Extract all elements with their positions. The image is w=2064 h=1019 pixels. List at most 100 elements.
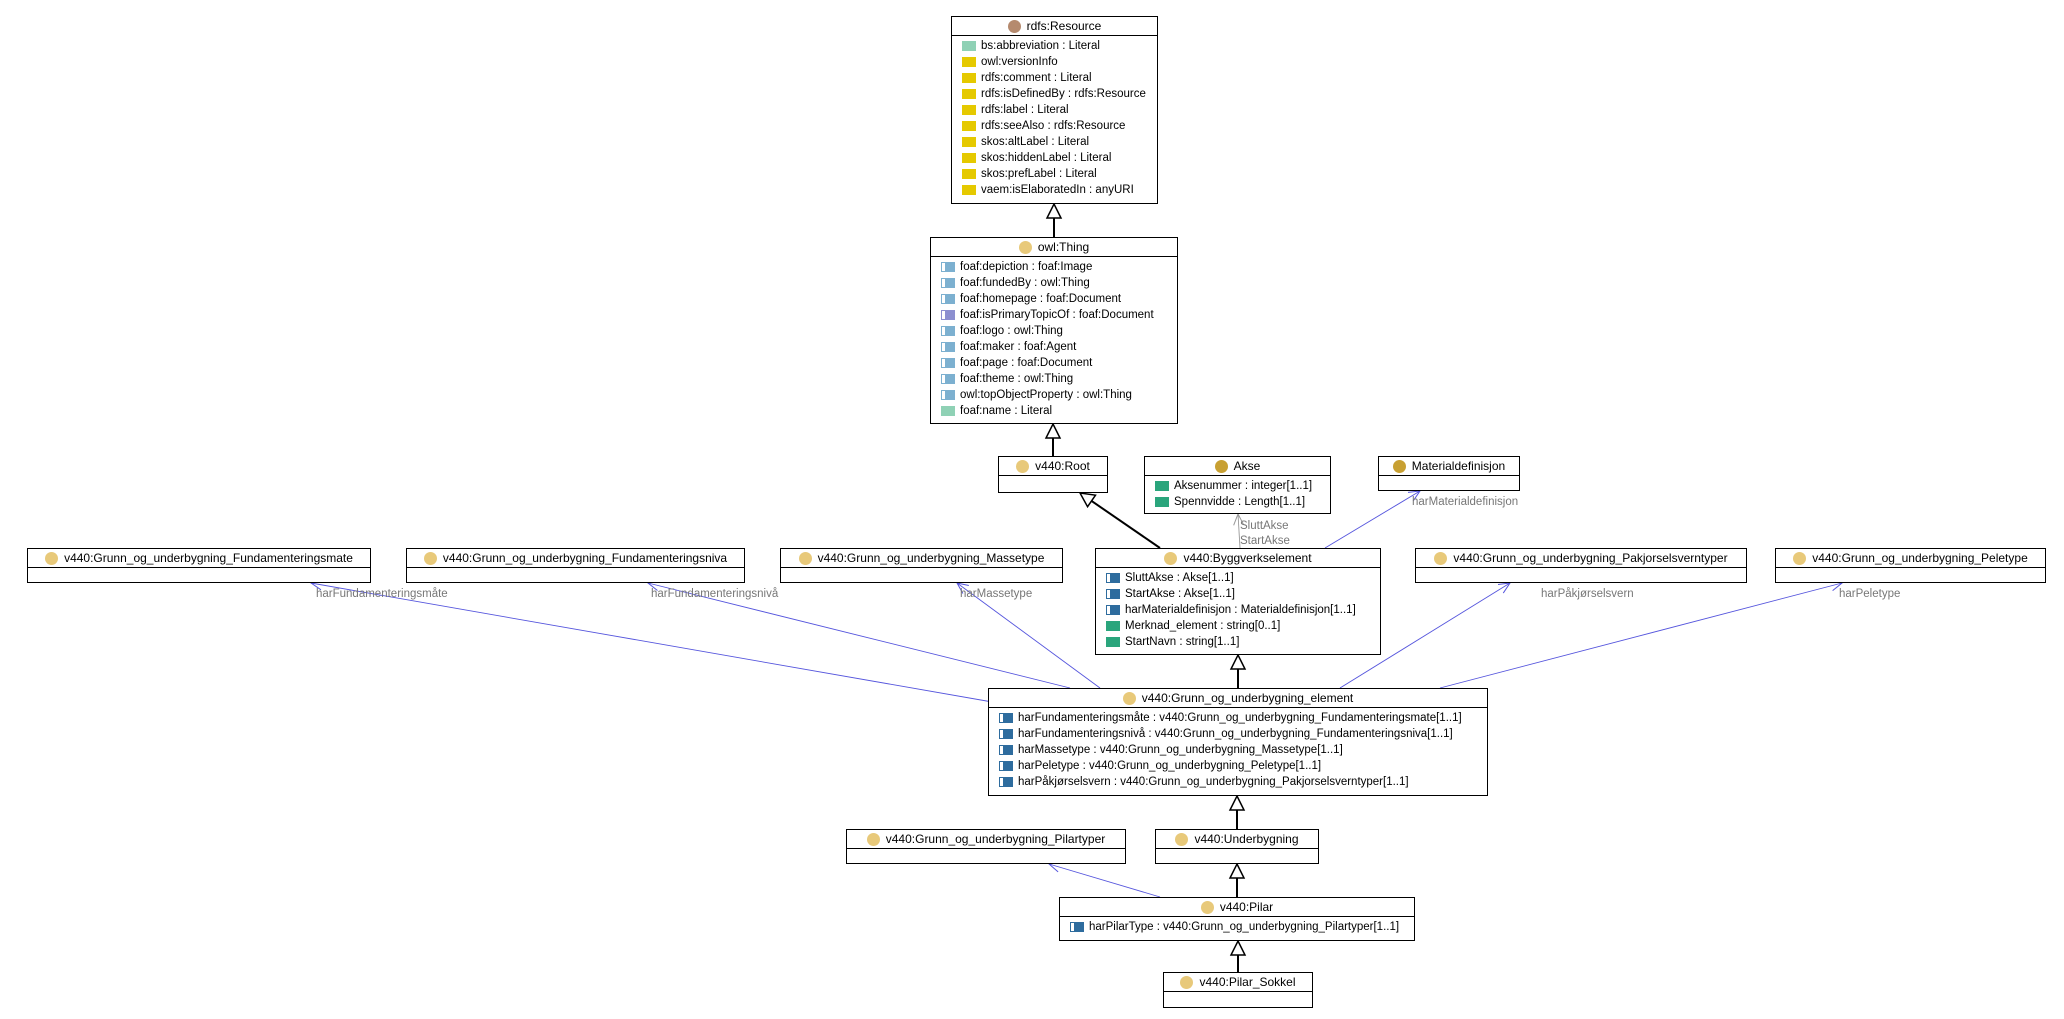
attribute-row[interactable]: owl:versionInfo <box>952 54 1157 70</box>
class-box-root[interactable]: v440:Root <box>998 456 1108 493</box>
attribute-row[interactable]: rdfs:isDefinedBy : rdfs:Resource <box>952 86 1157 102</box>
class-box-pilar[interactable]: v440:Pilar harPilarType : v440:Grunn_og_u… <box>1059 897 1415 941</box>
attribute-text: harMassetype : v440:Grunn_og_underbygnin… <box>1018 744 1343 756</box>
attribute-row[interactable]: harPilarType : v440:Grunn_og_underbygnin… <box>1060 919 1414 935</box>
attribute-row[interactable]: StartNavn : string[1..1] <box>1096 634 1380 650</box>
object-property-icon <box>1070 922 1084 932</box>
attribute-row[interactable]: harFundamenteringsmåte : v440:Grunn_og_u… <box>989 710 1487 726</box>
class-box-underbygning[interactable]: v440:Underbygning <box>1155 829 1319 864</box>
class-attributes: harPilarType : v440:Grunn_og_underbygnin… <box>1060 917 1414 939</box>
attribute-row[interactable]: Spennvidde : Length[1..1] <box>1145 494 1330 510</box>
attribute-row[interactable]: rdfs:comment : Literal <box>952 70 1157 86</box>
association-label: SluttAkse <box>1240 520 1289 532</box>
class-box-peletype[interactable]: v440:Grunn_og_underbygning_Peletype <box>1775 548 2046 583</box>
attribute-row[interactable]: foaf:logo : owl:Thing <box>931 323 1177 339</box>
attribute-row[interactable]: foaf:theme : owl:Thing <box>931 371 1177 387</box>
class-title: v440:Grunn_og_underbygning_Peletype <box>1812 551 2028 565</box>
class-attributes <box>999 476 1107 482</box>
class-box-element[interactable]: v440:Grunn_og_underbygning_element harFun… <box>988 688 1488 796</box>
attribute-row[interactable]: harMaterialdefinisjon : Materialdefinisj… <box>1096 602 1380 618</box>
object-property-icon <box>999 777 1013 787</box>
attribute-row[interactable]: harPeletype : v440:Grunn_og_underbygning… <box>989 758 1487 774</box>
class-circle-icon <box>1122 691 1136 705</box>
attribute-row[interactable]: harFundamenteringsnivå : v440:Grunn_og_u… <box>989 726 1487 742</box>
attribute-text: foaf:maker : foaf:Agent <box>960 341 1077 353</box>
object-property-icon <box>1106 589 1120 599</box>
attribute-text: harFundamenteringsnivå : v440:Grunn_og_u… <box>1018 728 1453 740</box>
attribute-row[interactable]: foaf:fundedBy : owl:Thing <box>931 275 1177 291</box>
attribute-row[interactable]: foaf:name : Literal <box>931 403 1177 419</box>
attribute-row[interactable]: skos:hiddenLabel : Literal <box>952 150 1157 166</box>
object-light-property-icon <box>941 262 955 272</box>
class-title: v440:Byggverkselement <box>1183 551 1312 565</box>
attribute-text: rdfs:seeAlso : rdfs:Resource <box>981 120 1126 132</box>
attribute-row[interactable]: Aksenummer : integer[1..1] <box>1145 478 1330 494</box>
attribute-text: foaf:page : foaf:Document <box>960 357 1093 369</box>
attribute-row[interactable]: bs:abbreviation : Literal <box>952 38 1157 54</box>
attribute-row[interactable]: rdfs:seeAlso : rdfs:Resource <box>952 118 1157 134</box>
attribute-row[interactable]: foaf:maker : foaf:Agent <box>931 339 1177 355</box>
class-attributes: SluttAkse : Akse[1..1]StartAkse : Akse[1… <box>1096 568 1380 654</box>
class-header: v440:Grunn_og_underbygning_Fundamenterin… <box>407 549 744 568</box>
object-property-icon <box>1106 605 1120 615</box>
class-box-pakjor[interactable]: v440:Grunn_og_underbygning_Pakjorselsver… <box>1415 548 1747 583</box>
annotation-property-icon <box>962 57 976 67</box>
class-box-pilartyper[interactable]: v440:Grunn_og_underbygning_Pilartyper <box>846 829 1126 864</box>
annotation-property-icon <box>962 153 976 163</box>
class-circle-icon <box>866 832 880 846</box>
class-circle-icon <box>1018 240 1032 254</box>
attribute-row[interactable]: harPåkjørselsvern : v440:Grunn_og_underb… <box>989 774 1487 790</box>
attribute-row[interactable]: SluttAkse : Akse[1..1] <box>1096 570 1380 586</box>
attribute-text: harPåkjørselsvern : v440:Grunn_og_underb… <box>1018 776 1409 788</box>
annotation-property-icon <box>962 89 976 99</box>
attribute-row[interactable]: foaf:page : foaf:Document <box>931 355 1177 371</box>
attribute-row[interactable]: foaf:isPrimaryTopicOf : foaf:Document <box>931 307 1177 323</box>
class-title: v440:Grunn_og_underbygning_element <box>1141 691 1354 705</box>
attribute-text: owl:topObjectProperty : owl:Thing <box>960 389 1132 401</box>
class-circle-icon <box>423 551 437 565</box>
attribute-row[interactable]: owl:topObjectProperty : owl:Thing <box>931 387 1177 403</box>
attribute-row[interactable]: vaem:isElaboratedIn : anyURI <box>952 182 1157 198</box>
class-circle-icon <box>45 551 59 565</box>
class-title: v440:Grunn_og_underbygning_Fundamenterin… <box>64 551 353 565</box>
class-box-matdef[interactable]: Materialdefinisjon <box>1378 456 1520 491</box>
annotation-property-icon <box>962 185 976 195</box>
attribute-row[interactable]: skos:prefLabel : Literal <box>952 166 1157 182</box>
class-box-sokkel[interactable]: v440:Pilar_Sokkel <box>1163 972 1313 1008</box>
attribute-row[interactable]: harMassetype : v440:Grunn_og_underbygnin… <box>989 742 1487 758</box>
attribute-text: skos:prefLabel : Literal <box>981 168 1097 180</box>
attribute-text: bs:abbreviation : Literal <box>981 40 1100 52</box>
class-box-massetype[interactable]: v440:Grunn_og_underbygning_Massetype <box>780 548 1063 583</box>
generalization-arrowhead <box>1229 653 1247 670</box>
class-attributes <box>1379 476 1519 482</box>
attribute-row[interactable]: foaf:homepage : foaf:Document <box>931 291 1177 307</box>
attribute-row[interactable]: StartAkse : Akse[1..1] <box>1096 586 1380 602</box>
object-light-property-icon <box>941 390 955 400</box>
class-title: v440:Root <box>1035 459 1090 473</box>
attribute-row[interactable]: foaf:depiction : foaf:Image <box>931 259 1177 275</box>
association-edge-a9 <box>1048 863 1161 898</box>
attribute-text: vaem:isElaboratedIn : anyURI <box>981 184 1134 196</box>
attribute-text: foaf:theme : owl:Thing <box>960 373 1074 385</box>
class-box-fundniva[interactable]: v440:Grunn_og_underbygning_Fundamenterin… <box>406 548 745 583</box>
class-header: v440:Pilar <box>1060 898 1414 917</box>
object-light-property-icon <box>941 326 955 336</box>
object-property-icon <box>999 761 1013 771</box>
association-label: StartAkse <box>1240 535 1290 547</box>
association-label: harPeletype <box>1839 588 1901 600</box>
attribute-row[interactable]: skos:altLabel : Literal <box>952 134 1157 150</box>
attribute-text: rdfs:comment : Literal <box>981 72 1092 84</box>
attribute-row[interactable]: rdfs:label : Literal <box>952 102 1157 118</box>
class-attributes: bs:abbreviation : Literal owl:versionInfo… <box>952 36 1157 202</box>
attribute-text: foaf:isPrimaryTopicOf : foaf:Document <box>960 309 1154 321</box>
class-attributes <box>781 568 1062 574</box>
attribute-row[interactable]: Merknad_element : string[0..1] <box>1096 618 1380 634</box>
attribute-text: harMaterialdefinisjon : Materialdefinisj… <box>1125 604 1356 616</box>
annotation-property-icon <box>962 121 976 131</box>
class-box-fundmate[interactable]: v440:Grunn_og_underbygning_Fundamenterin… <box>27 548 371 583</box>
